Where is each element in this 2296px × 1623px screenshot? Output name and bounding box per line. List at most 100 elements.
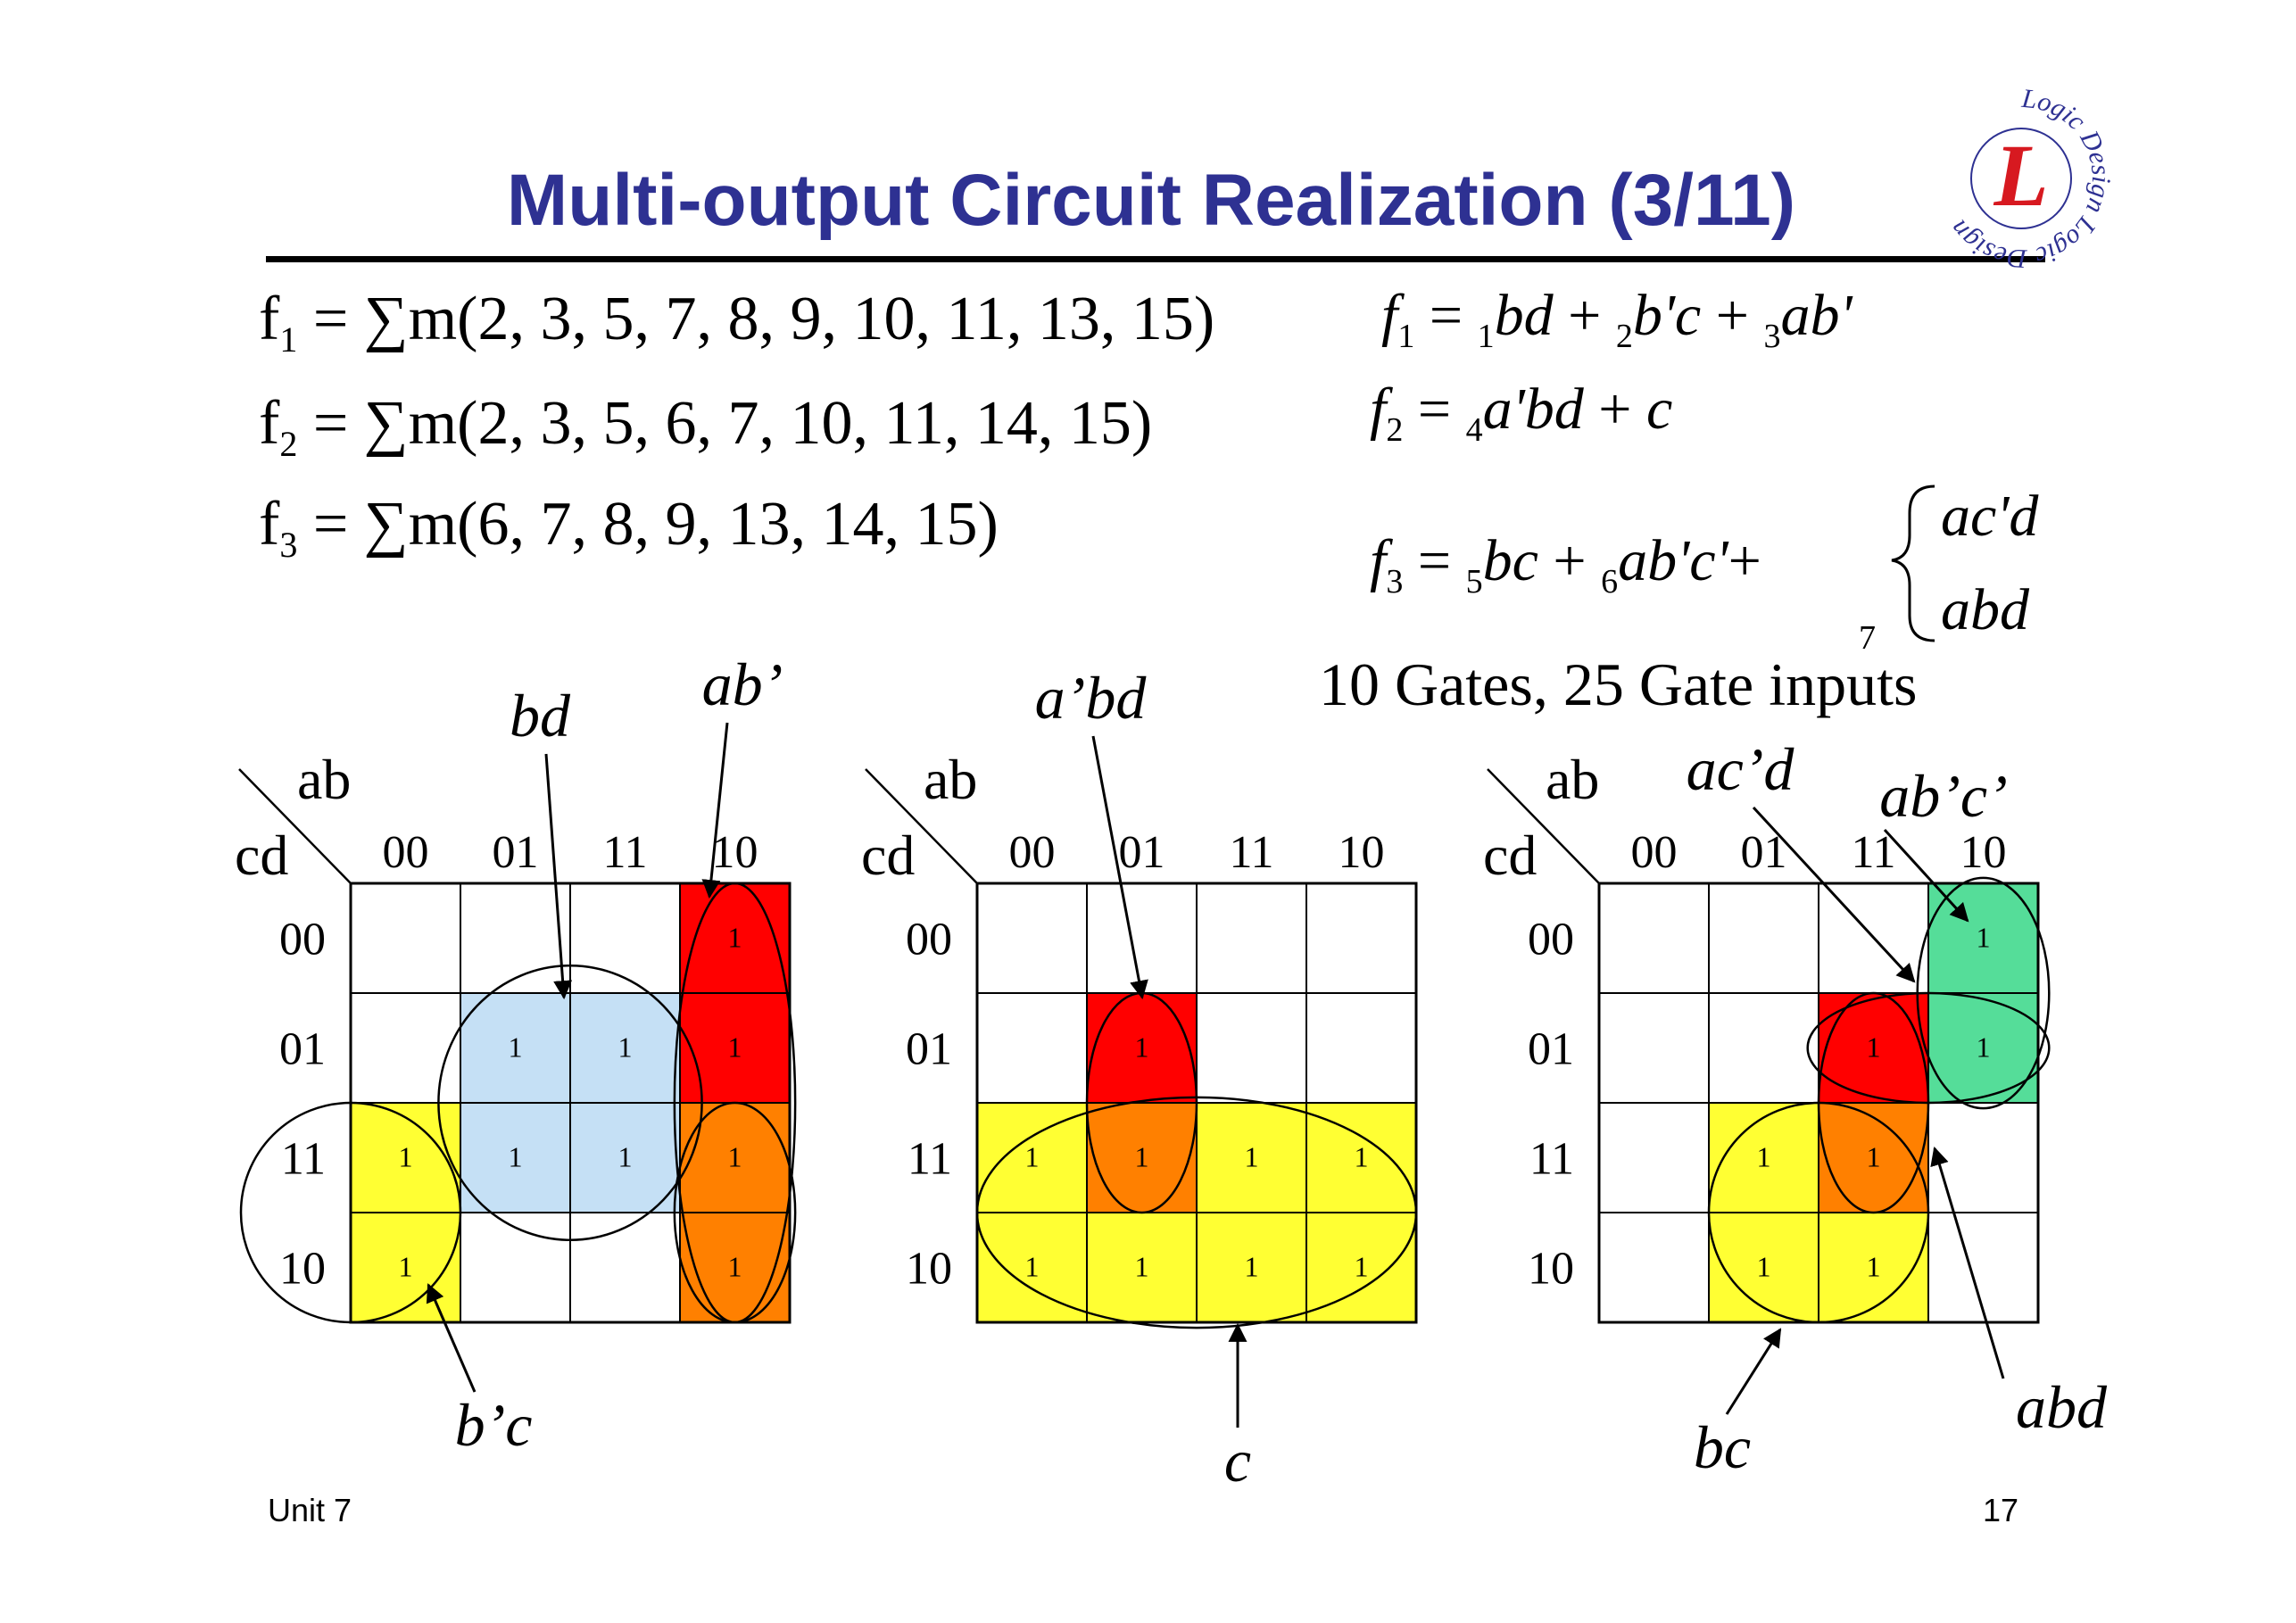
eq-subscript: 2 (1386, 411, 1403, 449)
eq-operator: + (1701, 283, 1763, 348)
kmap-cell (679, 992, 791, 1104)
kmap-cell-value: 1 (1355, 1141, 1369, 1173)
kmap-row-variable: ab (1546, 748, 1599, 811)
kmap-loop (437, 965, 703, 1241)
eq-term: a'bd (1483, 377, 1585, 442)
kmap-row-header: 10 (906, 1244, 952, 1295)
equation-f2: f2 = ∑m(2, 3, 5, 6, 7, 10, 11, 14, 15) (259, 389, 1152, 464)
title-underline (266, 256, 2045, 262)
kmap-cell-value: 1 (728, 1251, 742, 1283)
kmap-cell-value: 1 (1757, 1251, 1771, 1283)
kmap-diagonal (865, 768, 978, 884)
eq-subscript: 1 (1397, 318, 1414, 355)
brace-index: 7 (1859, 619, 1876, 657)
kmap-cell-value: 1 (1135, 1141, 1149, 1173)
term-index: 3 (1763, 318, 1780, 355)
kmap-cell-value: 1 (1245, 1251, 1259, 1283)
kmap-col-header: 00 (1631, 827, 1678, 878)
kmap-cell-value: 1 (399, 1141, 413, 1173)
term-label: abd (2016, 1373, 2108, 1441)
term-arrow (701, 722, 729, 899)
kmap-cell (460, 882, 571, 994)
kmap-cell (976, 882, 1088, 994)
kmap-cell (679, 1212, 791, 1323)
term-index: 1 (1478, 318, 1495, 355)
term-index: 4 (1466, 411, 1483, 449)
kmap-cell-value: 1 (1867, 1251, 1881, 1283)
kmap-loop (239, 1101, 462, 1324)
kmap-cell (1086, 882, 1198, 994)
kmap-cell (350, 882, 461, 994)
kmap-diagonal (1487, 768, 1600, 884)
term-arrow (1752, 806, 1916, 983)
kmap-cell-value: 1 (1867, 1031, 1881, 1064)
minterm-equations: f1 = ∑m(2, 3, 5, 7, 8, 9, 10, 11, 13, 15… (259, 285, 1214, 565)
kmap-col-header: 01 (1119, 827, 1165, 878)
term-label: c (1224, 1427, 1251, 1495)
kmap-cell-value: 1 (1025, 1251, 1040, 1283)
eq-subscript: 1 (279, 319, 297, 360)
kmap-cell-value: 1 (1135, 1251, 1149, 1283)
kmap-row-variable: ab (924, 748, 977, 811)
term-label: bc (1694, 1413, 1751, 1481)
eq-term: ab' (1780, 283, 1853, 348)
kmap-cell (569, 992, 681, 1104)
kmap-col-header: 01 (493, 827, 539, 878)
kmap-row-header: 11 (1529, 1134, 1574, 1185)
term-label: bd (510, 682, 571, 749)
kmap-cell (1708, 1102, 1819, 1213)
eq-rhs: = ∑m(2, 3, 5, 6, 7, 10, 11, 14, 15) (297, 389, 1152, 458)
eq-equals: = (1414, 283, 1477, 348)
kmap-cell-value: 1 (618, 1031, 633, 1064)
kmap-cell (1305, 1102, 1417, 1213)
kmap-cell (569, 882, 681, 994)
kmap-col-variable: cd (861, 824, 915, 887)
kmap-loop (975, 1096, 1418, 1329)
eq-fn: f (259, 490, 280, 559)
term-label: ac’d (1687, 735, 1795, 803)
eq-operator: + (1584, 377, 1646, 442)
kmap-col-header: 11 (602, 827, 647, 878)
kmap-row-header: 00 (906, 915, 952, 965)
eq-operator: + (1728, 528, 1761, 593)
kmap-col-header: 00 (1009, 827, 1056, 878)
kmap-col-variable: cd (235, 824, 288, 887)
eq-fn: f (259, 285, 280, 353)
kmap-col-header: 11 (1229, 827, 1273, 878)
slide-title: Multi-output Circuit Realization (3/11) (507, 160, 1795, 241)
kmap-cell-value: 1 (728, 1141, 742, 1173)
kmap-loop (1707, 1101, 1930, 1324)
kmap-col-variable: cd (1483, 824, 1537, 887)
gate-summary: 10 Gates, 25 Gate inputs (1319, 650, 1917, 718)
page-number: 17 (1983, 1492, 2018, 1528)
kmap-cell (1927, 1102, 2039, 1213)
kmap-row-header: 11 (908, 1134, 952, 1185)
kmap-cell (350, 992, 461, 1104)
kmap-row-header: 11 (281, 1134, 326, 1185)
kmap-row-header: 00 (279, 915, 326, 965)
kmap-row-header: 10 (1528, 1244, 1574, 1295)
kmap-cell (1305, 1212, 1417, 1323)
kmap-cell (1305, 882, 1417, 994)
kmap-cell-value: 1 (509, 1141, 523, 1173)
kmap-cell-value: 1 (1025, 1141, 1040, 1173)
kmap-cell (1598, 882, 1710, 994)
kmap-cell-value: 1 (618, 1141, 633, 1173)
logo-letter: L (1993, 126, 2048, 225)
equation-f1: f1 = 1bd + 2b'c + 3ab' (1381, 283, 1853, 355)
kmap-cell (1305, 992, 1417, 1104)
term-arrow (1930, 1146, 2005, 1379)
kmap-cell (1598, 1102, 1710, 1213)
term-arrow (1725, 1328, 1782, 1415)
equation-f3: f3 = 5bc + 6ab'c'+ (1370, 528, 1761, 600)
eq-rhs: = ∑m(6, 7, 8, 9, 13, 14, 15) (297, 490, 998, 559)
kmap-cell (1086, 1102, 1198, 1213)
kmap-cell-value: 1 (1135, 1031, 1149, 1064)
kmap-row-header: 10 (279, 1244, 326, 1295)
eq-term: ab'c' (1618, 528, 1729, 593)
kmap-cell-value: 1 (728, 1031, 742, 1064)
kmap-cell-value: 1 (1757, 1141, 1771, 1173)
eq-equals: = (1403, 528, 1465, 593)
